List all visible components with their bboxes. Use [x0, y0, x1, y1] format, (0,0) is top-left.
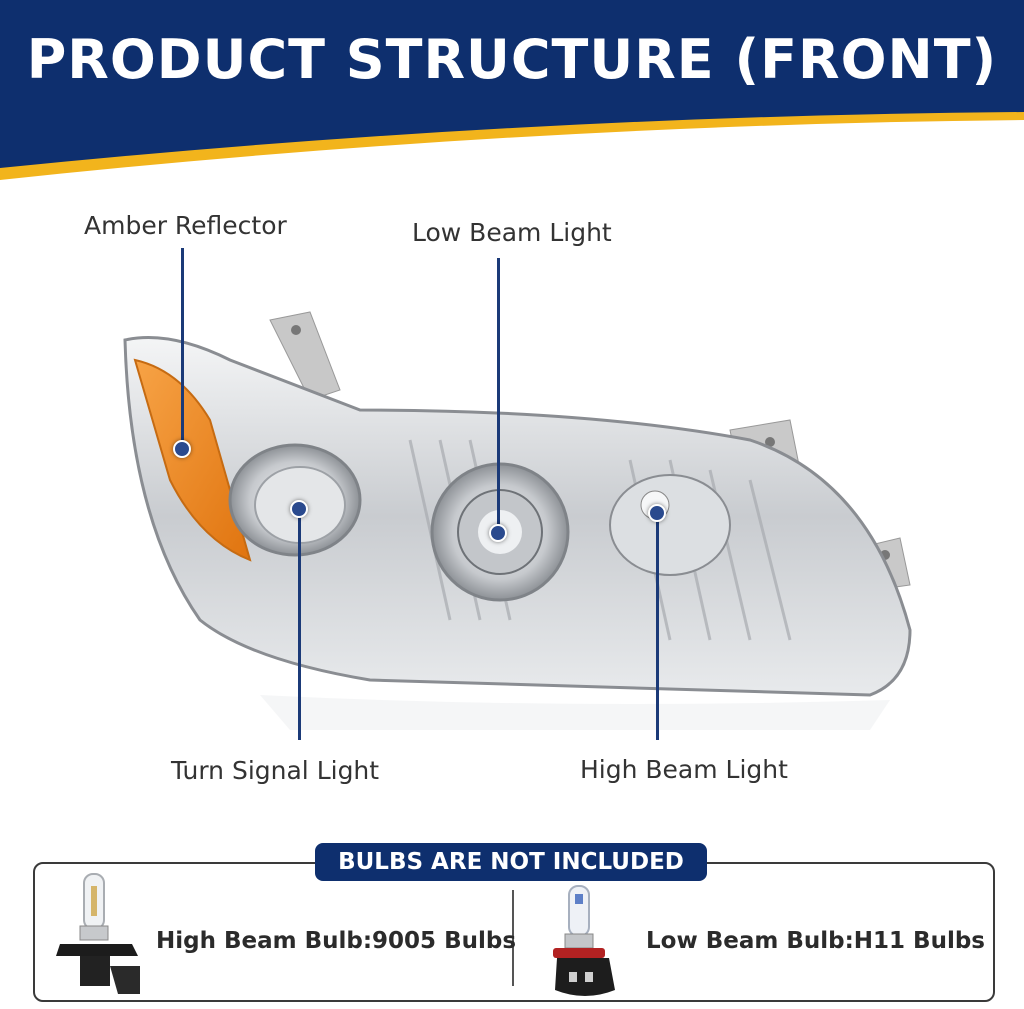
page-title: PRODUCT STRUCTURE (FRONT) [26, 28, 998, 91]
bulbs-divider [512, 890, 514, 986]
header-banner: PRODUCT STRUCTURE (FRONT) [0, 0, 1024, 200]
callout-turn-signal-label: Turn Signal Light [171, 756, 380, 785]
callout-low-beam-line [497, 258, 500, 530]
high-beam-bulb-text: High Beam Bulb:9005 Bulbs [156, 928, 517, 954]
bulbs-info-box [33, 862, 995, 1002]
callout-turn-signal-dot [290, 500, 308, 518]
callout-low-beam-dot [489, 524, 507, 542]
callout-high-beam-line [656, 512, 659, 740]
banner-shape [0, 0, 1024, 180]
callout-low-beam-label: Low Beam Light [412, 218, 612, 247]
callout-high-beam-label: High Beam Light [580, 755, 788, 784]
callout-turn-signal-line [298, 508, 301, 740]
callout-amber-reflector-dot [173, 440, 191, 458]
callout-high-beam-dot [648, 504, 666, 522]
bulb-h11-icon [553, 885, 615, 996]
callout-amber-reflector-line [181, 248, 184, 448]
callout-amber-reflector-label: Amber Reflector [84, 211, 287, 240]
bulbs-not-included-badge: BULBS ARE NOT INCLUDED [315, 843, 707, 881]
low-beam-bulb-text: Low Beam Bulb:H11 Bulbs [646, 928, 985, 954]
headlight-image [123, 311, 912, 730]
bulb-9005-icon [56, 873, 140, 994]
